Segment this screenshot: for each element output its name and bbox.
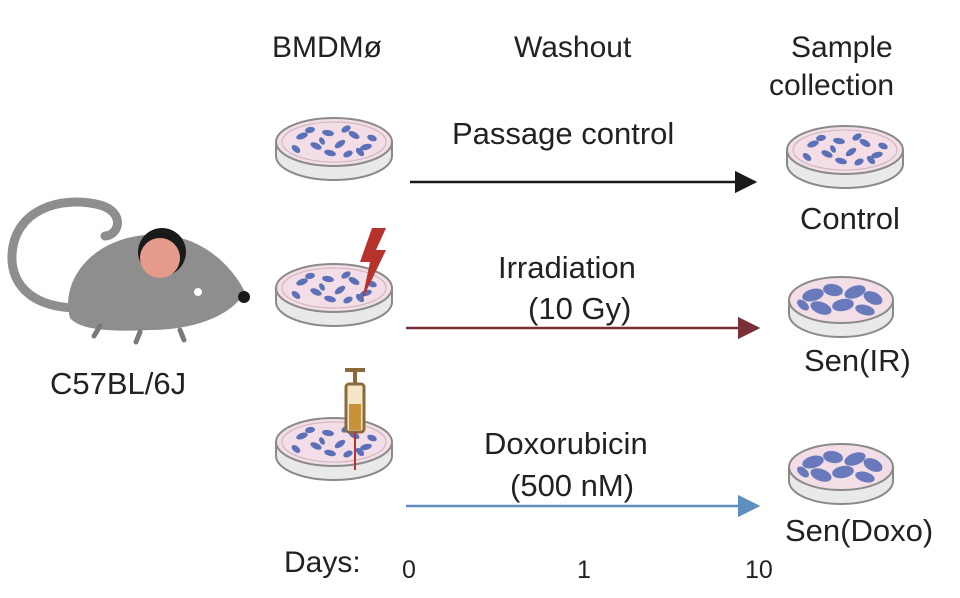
timeline-tick-1: 1 [577, 556, 591, 584]
timeline-days-label: Days: [284, 546, 361, 579]
timeline-tick-10: 10 [745, 556, 773, 584]
mouse-ear-inner [140, 238, 180, 278]
dish-control-end [786, 125, 904, 189]
treatment-passage-control: Passage control [452, 116, 675, 151]
outcome-control: Control [800, 201, 900, 236]
dish-passage-start [275, 117, 393, 181]
mouse-strain-label: C57BL/6J [50, 366, 187, 401]
lightning-bolt-icon [360, 228, 386, 300]
mouse-tail [7, 197, 125, 313]
treatment-irradiation: Irradiation [498, 250, 636, 285]
timeline-tick-0: 0 [402, 556, 416, 584]
treatment-doxorubicin-dose: (500 nM) [510, 468, 635, 503]
dish-sen-doxo-end [788, 443, 894, 505]
syringe-icon [344, 368, 366, 470]
outcome-sen-doxo: Sen(Doxo) [785, 513, 934, 548]
mouse-eye [194, 288, 202, 296]
dish-sen-ir-end [788, 276, 894, 338]
mouse-illustration [7, 197, 250, 345]
header-bmdm: BMDMø [272, 31, 382, 64]
outcome-sen-ir: Sen(IR) [804, 343, 911, 378]
header-collection: collection [769, 69, 895, 102]
treatment-irradiation-dose: (10 Gy) [528, 291, 632, 326]
mouse-feet [91, 323, 187, 345]
header-washout: Washout [514, 31, 632, 64]
mouse-nose [238, 291, 250, 303]
header-sample: Sample [791, 31, 893, 64]
mouse-body [68, 234, 245, 331]
treatment-doxorubicin: Doxorubicin [484, 426, 648, 461]
dish-doxorubicin-start [275, 417, 393, 481]
